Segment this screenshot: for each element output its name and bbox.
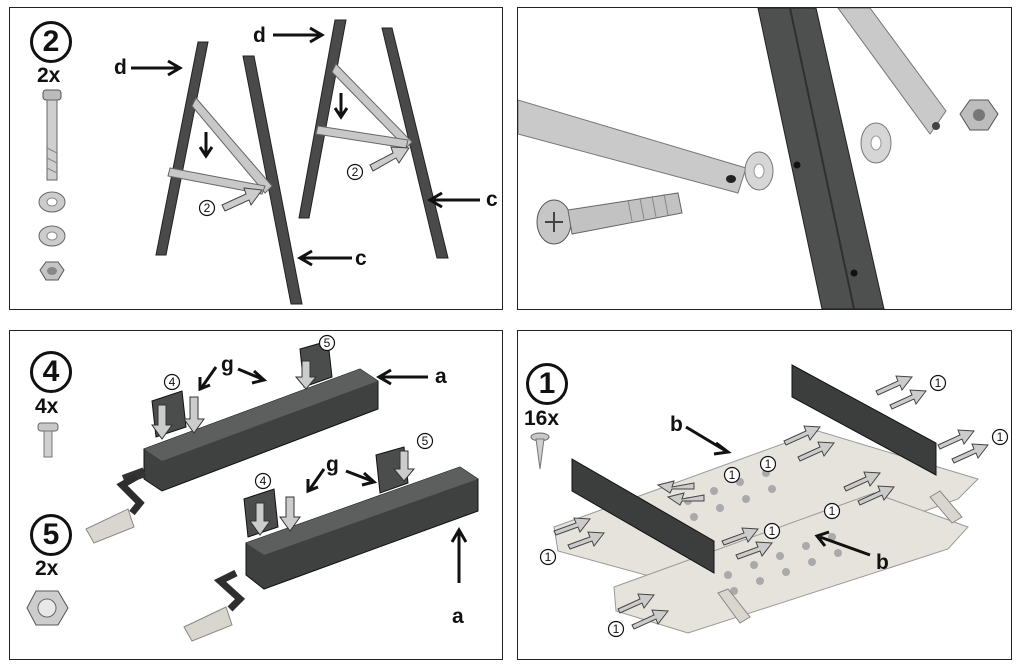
- step-number-badge: 2: [30, 21, 72, 63]
- part-letter-a: a: [452, 605, 464, 628]
- panel-detail: [517, 7, 1012, 310]
- callout-number: 4: [260, 474, 267, 488]
- part-letter-b: b: [670, 413, 683, 436]
- callout-number: 1: [997, 430, 1004, 444]
- quantity-label: 16x: [524, 407, 560, 430]
- callout-number: 2: [352, 165, 359, 179]
- callout-number: 5: [422, 434, 429, 448]
- part-letter-g: g: [221, 353, 234, 376]
- part-letter-c: c: [355, 247, 367, 270]
- wood-screw-hardware: [530, 432, 550, 470]
- quantity-label: 4x: [35, 395, 59, 418]
- step-number-badge: 1: [526, 363, 568, 405]
- callout-number: 1: [829, 504, 836, 518]
- callout-number: 1: [545, 550, 552, 564]
- callout-number: 1: [935, 376, 942, 390]
- callout-number: 1: [613, 622, 620, 636]
- part-letter-g: g: [326, 453, 339, 476]
- panel-step-2: 2 2x: [9, 7, 503, 310]
- part-letter-d: d: [114, 56, 127, 79]
- screw-hardware: [37, 422, 59, 458]
- part-letter-c: c: [486, 188, 498, 211]
- panel-step-1: 1 16x: [517, 330, 1012, 660]
- bolt-hardware: [38, 89, 66, 281]
- part-letter-b: b: [876, 551, 889, 574]
- clamp-lower: [183, 446, 479, 642]
- callout-number: 2: [204, 201, 211, 215]
- left-leg-frame: [155, 41, 303, 305]
- callout-number: 1: [729, 468, 736, 482]
- bolt: [536, 192, 683, 245]
- board-assembly-illustration: 1 1 1 1 1 1 1 1 b b: [530, 364, 1009, 638]
- part-letter-d: d: [253, 24, 266, 47]
- clamp-assembly-illustration: 4 5 4 5 g g a a: [26, 334, 479, 642]
- lock-nut-hardware: [26, 590, 69, 626]
- quantity-label: 2x: [35, 557, 59, 580]
- quantity-label: 2x: [37, 64, 61, 87]
- part-letter-a: a: [435, 365, 447, 388]
- step-number-badge: 4: [30, 351, 72, 393]
- callout-number: 5: [324, 336, 331, 350]
- callout-number: 1: [769, 524, 776, 538]
- leg-assembly-illustration: 2 2 d d c c: [38, 19, 498, 305]
- right-leg-frame: [298, 19, 449, 259]
- panel-step-4-5: 4 4x 5 2x: [9, 330, 503, 660]
- callout-number: 4: [169, 375, 176, 389]
- callout-number: 1: [765, 457, 772, 471]
- bolt-joint-detail-illustration: [518, 8, 999, 309]
- step-number-badge: 5: [30, 514, 72, 556]
